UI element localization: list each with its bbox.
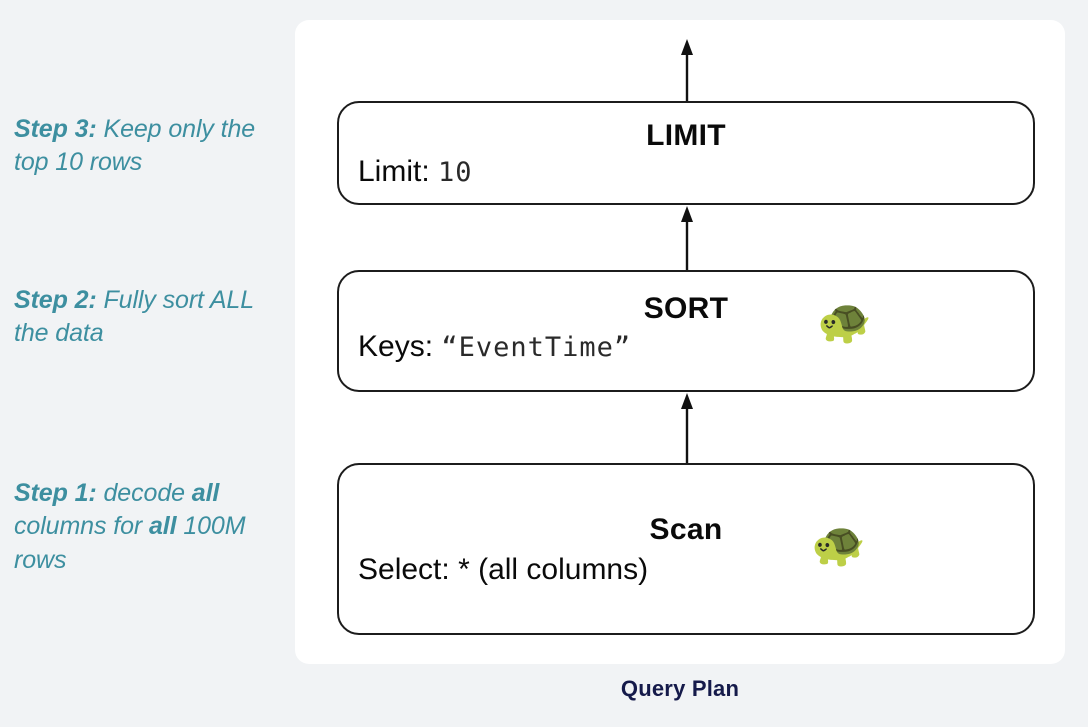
plan-node-sort-title: SORT <box>643 292 729 325</box>
plan-node-limit[interactable]: LIMIT Limit: 10 <box>337 101 1035 205</box>
plan-node-limit-detail: Limit: 10 <box>358 155 473 189</box>
step-annotation-1: Step 1: decode all columns for all 100M … <box>14 477 282 577</box>
plan-node-scan-detail-value: * (all columns) <box>458 553 649 586</box>
turtle-icon-scan: 🐢 <box>811 520 866 569</box>
step-annotation-1-emph-b: all <box>148 512 177 541</box>
arrow-limit-to-output <box>681 39 693 102</box>
plan-node-scan[interactable]: Scan 🐢 Select: * (all columns) <box>337 463 1035 635</box>
plan-node-scan-title: Scan <box>649 513 723 546</box>
step-annotation-2-lead: Step 2: <box>14 286 97 314</box>
plan-node-limit-title: LIMIT <box>646 119 726 152</box>
step-annotation-1-text-a: decode <box>96 479 192 507</box>
arrow-scan-to-sort <box>681 393 693 464</box>
step-annotations: Step 3: Keep only the top 10 rows Step 2… <box>0 0 295 727</box>
step-annotation-1-emph-a: all <box>191 479 220 507</box>
plan-node-limit-detail-value: 10 <box>438 157 473 188</box>
step-annotation-2: Step 2: Fully sort ALL the data <box>14 284 282 351</box>
step-annotation-1-text-b: columns for <box>14 512 149 541</box>
diagram-caption: Query Plan <box>620 676 740 701</box>
plan-node-sort-detail: Keys: “EventTime” <box>358 330 631 364</box>
turtle-icon-sort: 🐢 <box>817 297 872 346</box>
plan-node-limit-detail-label: Limit: <box>358 155 430 188</box>
plan-node-sort-detail-label: Keys: <box>358 330 434 363</box>
plan-node-scan-detail: Select: * (all columns) <box>358 553 648 587</box>
plan-node-scan-detail-label: Select: <box>358 553 450 586</box>
plan-node-sort[interactable]: SORT 🐢 Keys: “EventTime” <box>337 270 1035 392</box>
step-annotation-3-lead: Step 3: <box>14 115 97 143</box>
step-annotation-3-text: Keep only the top 10 rows <box>14 115 256 177</box>
arrow-sort-to-limit <box>681 206 693 271</box>
step-annotation-1-text-c: 100M rows <box>14 512 246 574</box>
step-annotation-2-text: Fully sort ALL the data <box>14 286 254 348</box>
step-annotation-3: Step 3: Keep only the top 10 rows <box>14 113 282 180</box>
step-annotation-1-lead: Step 1: <box>14 479 97 507</box>
plan-node-sort-detail-value: “EventTime” <box>441 332 632 363</box>
query-plan-card: LIMIT Limit: 10 SORT 🐢 Keys: “EventTime”… <box>295 20 1065 664</box>
